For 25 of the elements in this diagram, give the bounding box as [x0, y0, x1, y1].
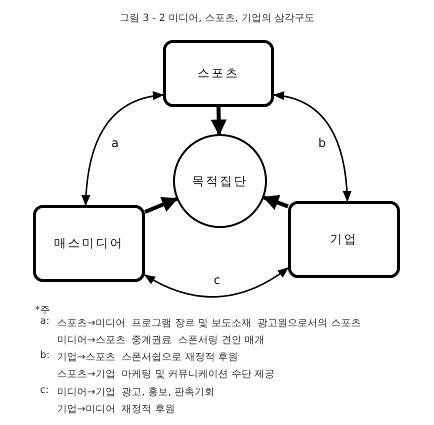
note-text: 미디어→스포츠 중계권료 스폰서링 견인 매개 [57, 334, 264, 347]
entity-box [288, 201, 400, 278]
arrow [272, 92, 352, 202]
note-text: 기업→스포츠 스폰서쉽으로 재정적 후원 [57, 351, 238, 364]
note-text: b: [40, 350, 50, 361]
note-text: 스포츠→기업 마케팅 및 커뮤니케이션 수단 제공 [57, 368, 274, 381]
entity-box [163, 40, 274, 107]
note-text: 미디어→기업 광고, 홍보, 판촉기회 [57, 386, 214, 399]
arrow [144, 197, 178, 214]
arrow [262, 194, 289, 210]
node-label: 기업 [330, 231, 358, 248]
note-text: *주 [35, 304, 50, 317]
arrow [82, 92, 164, 206]
arrow [144, 267, 289, 298]
note-text: 스포츠→미디어 프로그램 장르 및 보도소재 광고원으로서의 스포츠 [57, 317, 361, 330]
edge-label: b [316, 136, 328, 150]
note-text: a: [40, 316, 50, 327]
note-text: 기업→미디어 재정적 후원 [57, 403, 175, 416]
note-text: c: [40, 385, 49, 396]
entity-box [33, 205, 145, 282]
figure-title: 그림 3 - 2 미디어, 스포츠, 기업의 삼각구도 [118, 12, 316, 25]
node-label: 매스미디어 [54, 235, 124, 252]
node-label: 목적집단 [192, 172, 248, 190]
arrow [210, 106, 227, 136]
node-label: 스포츠 [198, 65, 240, 82]
